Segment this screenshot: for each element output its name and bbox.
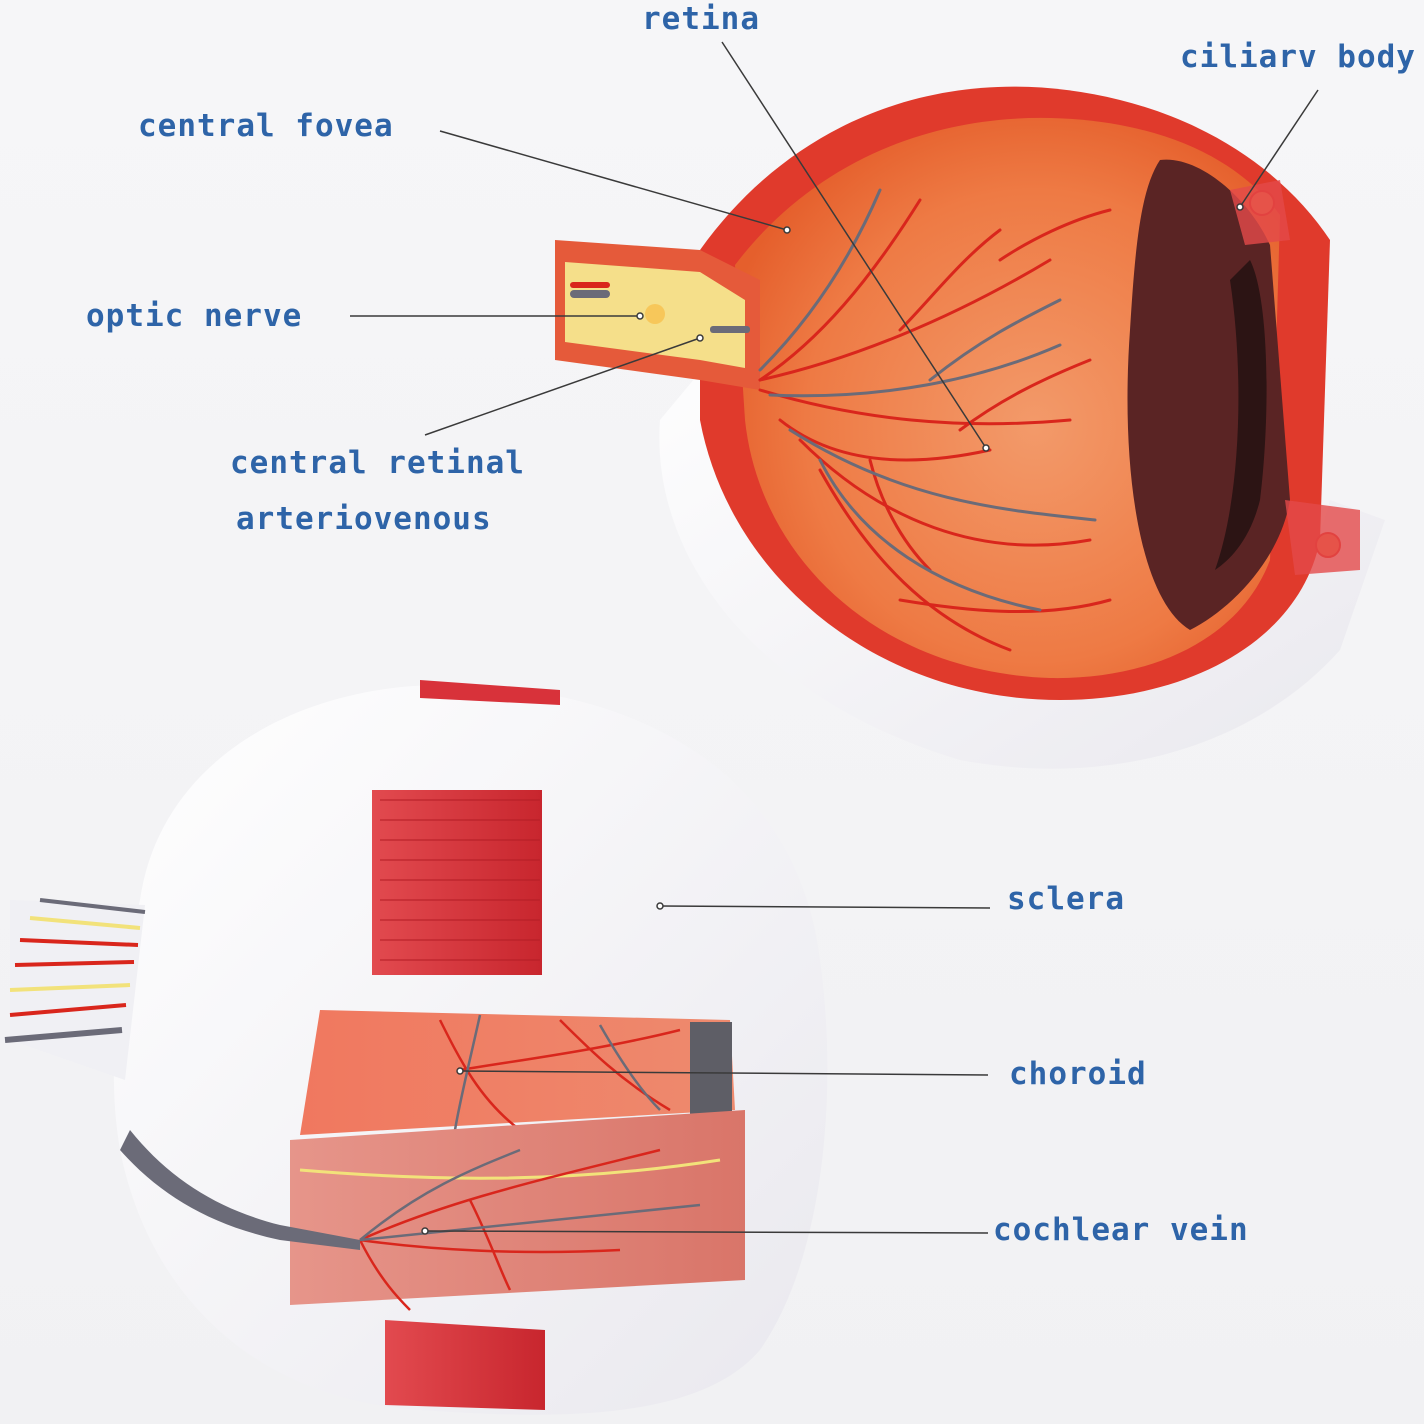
- dot-sclera: [656, 902, 664, 910]
- label-sclera: sclera: [1007, 881, 1125, 917]
- choroid-window: [300, 1010, 735, 1135]
- leader-endpoints: [421, 203, 1244, 1235]
- top-optic-nerve-vessel-grey-2: [710, 326, 750, 333]
- label-central-retinal-line2: arteriovenous: [236, 501, 492, 537]
- leader-cochlear-vein: [424, 1230, 989, 1234]
- bottom-optic-nerve-bundle: [4, 898, 146, 1080]
- upper-rectus-muscle: [372, 790, 542, 975]
- label-cochlear-vein: cochlear vein: [993, 1212, 1249, 1248]
- dot-central-fovea: [783, 226, 791, 234]
- top-eye-sclera-shell: [659, 300, 1385, 769]
- bottom-eye-model: [4, 680, 828, 1415]
- leader-ciliary-body: [1239, 89, 1319, 208]
- leader-retina: [721, 41, 987, 449]
- leader-lines: [350, 41, 1319, 1234]
- cochlear-vein-window: [290, 1110, 745, 1311]
- dot-cochlear-vein: [421, 1227, 429, 1235]
- lower-rectus-muscle: [385, 1320, 545, 1410]
- label-retina: retina: [642, 1, 760, 37]
- dot-retina: [982, 444, 990, 452]
- ciliary-red-tissue-upper: [1230, 180, 1290, 245]
- bottom-eye-top-muscle-edge: [420, 680, 560, 705]
- label-optic-nerve: optic nerve: [86, 298, 303, 334]
- top-retinal-arteries: [758, 198, 1112, 652]
- top-optic-disc: [645, 304, 665, 324]
- bottom-eye-grey-vein-cord: [120, 1130, 360, 1250]
- dot-optic-nerve: [636, 312, 644, 320]
- leader-choroid: [459, 1070, 989, 1076]
- label-choroid: choroid: [1009, 1056, 1147, 1092]
- leader-central-fovea: [439, 130, 788, 231]
- ciliary-red-tissue-lower: [1285, 500, 1360, 575]
- dot-ciliary-body: [1236, 203, 1244, 211]
- dot-choroid: [456, 1067, 464, 1075]
- label-central-fovea: central fovea: [138, 108, 394, 144]
- leader-sclera: [659, 905, 991, 909]
- top-eye-ciliary-inner: [1215, 260, 1267, 570]
- window-yellow-nerve: [299, 1158, 721, 1180]
- top-optic-nerve-vessel-red: [570, 282, 610, 288]
- top-retinal-veins: [758, 188, 1097, 612]
- top-eye-model: [555, 86, 1385, 769]
- dot-central-retinal: [696, 334, 704, 342]
- top-optic-nerve-vessel-grey: [570, 290, 610, 298]
- leader-central-retinal: [424, 337, 701, 436]
- choroid-dark-edge: [690, 1022, 732, 1117]
- label-central-retinal-line1: central retinal: [230, 445, 525, 481]
- label-ciliary-body: ciliarv body: [1180, 39, 1416, 75]
